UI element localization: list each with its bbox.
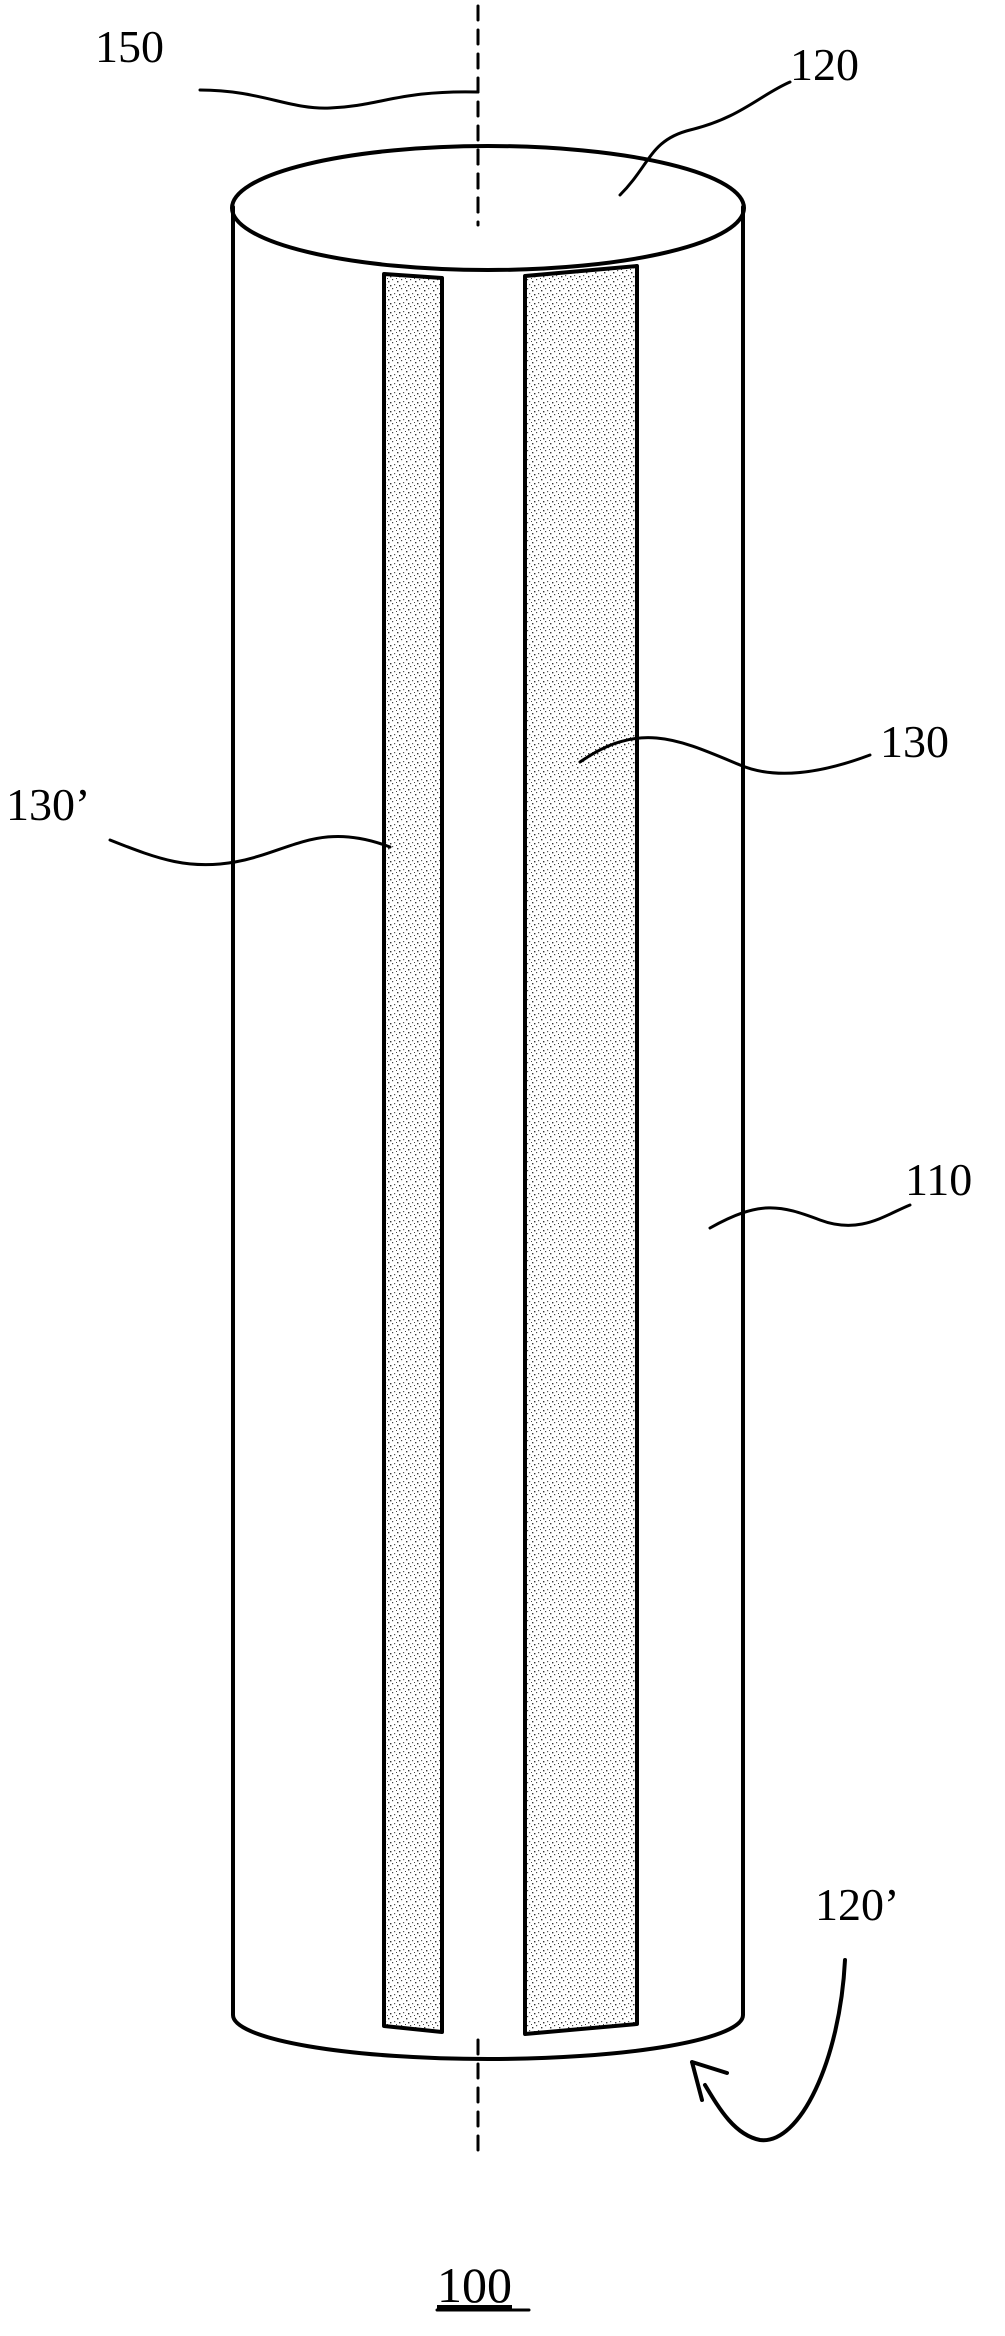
leader-130 — [578, 736, 872, 775]
arrow-head-icon — [690, 2060, 729, 2102]
label-130: 130 — [880, 716, 949, 767]
coating-strip-130-prime — [382, 272, 444, 2034]
leader-120 — [618, 80, 792, 197]
coating-strip-130 — [523, 264, 639, 2036]
label-120: 120 — [790, 39, 859, 90]
top-face — [230, 144, 746, 272]
label-130-prime: 130’ — [6, 779, 90, 830]
label-120-prime: 120’ — [815, 1879, 899, 1930]
label-150: 150 — [95, 21, 164, 72]
cylinder-body — [231, 205, 745, 2061]
bottom-face-leader — [703, 1958, 847, 2143]
figure-number: 100 — [437, 2257, 512, 2313]
leader-110 — [708, 1203, 912, 1230]
leader-130-prime — [108, 834, 392, 867]
leader-150 — [198, 88, 480, 110]
label-110: 110 — [905, 1154, 972, 1205]
